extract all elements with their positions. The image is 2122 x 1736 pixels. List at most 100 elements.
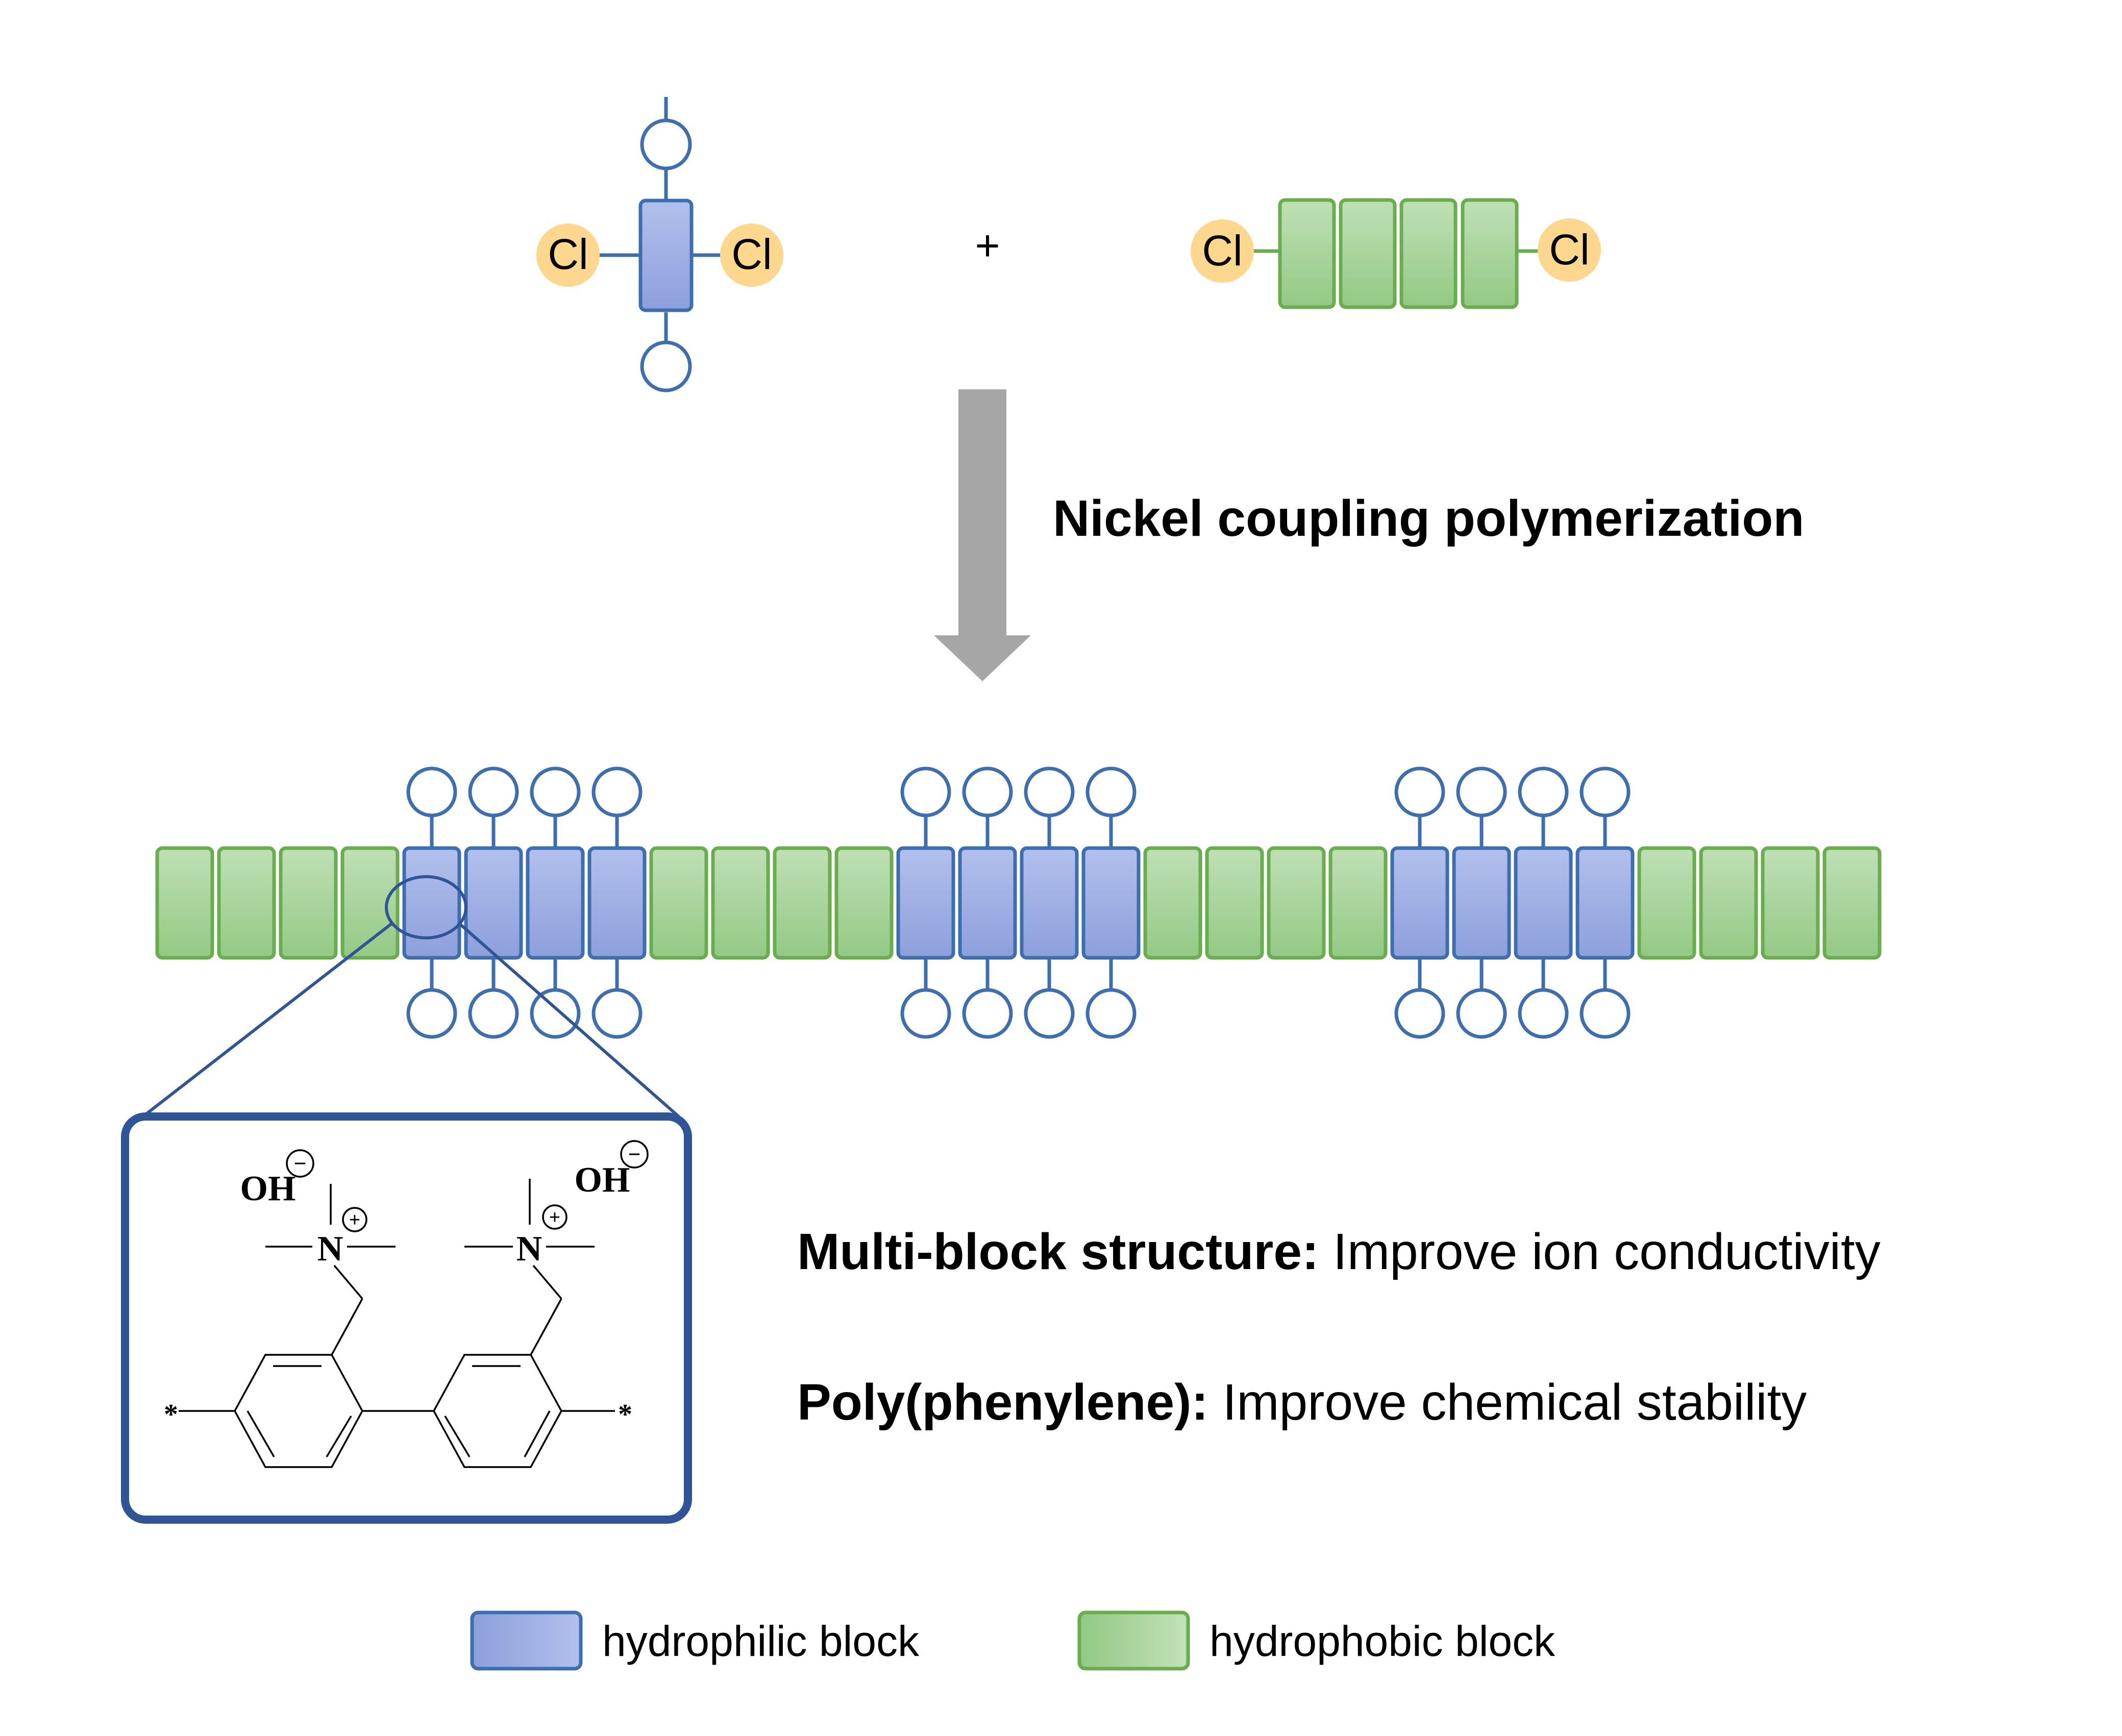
hydrophobic-block — [279, 846, 338, 960]
chlorine-label: Cl — [1549, 226, 1589, 274]
monomer1-right-chlorine — [720, 224, 783, 287]
legend: hydrophilic block hydrophobic block — [470, 1610, 1556, 1671]
chemical-structure-inset: * * N + OH − N + OH − — [121, 1112, 692, 1524]
inset-frame — [121, 1112, 692, 1524]
hydrophilic-block — [1020, 846, 1079, 960]
hydrophobic-block — [834, 846, 894, 960]
cation-group-circle — [1085, 766, 1137, 817]
cation-group-circle — [1518, 766, 1569, 817]
svg-text:+: + — [549, 1207, 560, 1228]
hydrophilic-block — [464, 846, 523, 960]
hydrophilic-block — [1390, 846, 1449, 960]
right-positive-charge — [542, 1204, 567, 1230]
monomer1-hydrophilic-block — [638, 199, 694, 312]
cation-group-circle — [1024, 988, 1075, 1039]
cation-group-circle — [406, 988, 457, 1039]
right-nitrogen: N — [516, 1229, 542, 1269]
legend-hydrophilic-swatch — [470, 1610, 583, 1671]
left-positive-charge — [342, 1207, 367, 1232]
right-negative-charge — [620, 1140, 649, 1169]
hydrophilic-block — [526, 846, 585, 960]
cation-group-circle — [530, 766, 581, 817]
chlorine-label: Cl — [1202, 227, 1242, 275]
oligomer-right-chlorine — [1538, 218, 1601, 282]
magnifier-right-line — [457, 921, 680, 1118]
hydrophobic-block — [1143, 846, 1202, 960]
cation-group-circle — [962, 988, 1013, 1039]
cation-group-circle — [1024, 766, 1075, 817]
legend-hydrophobic-swatch — [1077, 1610, 1190, 1671]
monomer1-bottom-cation-circle — [640, 340, 692, 392]
feature-title: Poly(phenylene): — [797, 1374, 1208, 1431]
reaction-label: Nickel coupling polymerization — [1053, 490, 1804, 547]
cation-group-circle — [468, 988, 519, 1039]
cation-group-circle — [900, 988, 951, 1039]
cation-group-circle — [1394, 988, 1445, 1039]
oligomer-block — [1399, 198, 1458, 309]
cation-group-circle — [530, 988, 581, 1039]
cation-group-circle — [1394, 766, 1445, 817]
multiblock-polymer-chain — [155, 766, 1882, 1039]
legend-hydrophobic-label: hydrophobic block — [1210, 1617, 1556, 1665]
hydrophilic-block — [1514, 846, 1573, 960]
oligomer-block — [1461, 198, 1519, 309]
feature-multiblock: Multi-block structure: Improve ion condu… — [797, 1223, 1881, 1280]
hydrophobic-block — [773, 846, 832, 960]
hydrophobic-block — [1205, 846, 1264, 960]
left-negative-charge — [286, 1149, 314, 1178]
plus-sign: + — [975, 221, 1000, 269]
oligomer-block — [1278, 198, 1336, 309]
cation-group-circle — [1085, 988, 1137, 1039]
hydrophobic-oligomer: Cl Cl — [1191, 198, 1601, 309]
hydrophobic-block — [1761, 846, 1820, 960]
cation-group-circle — [591, 766, 643, 817]
cation-group-circle — [900, 766, 951, 817]
chlorine-label: Cl — [548, 230, 588, 278]
hydrophobic-block — [711, 846, 770, 960]
cation-group-circle — [1580, 988, 1631, 1039]
hydrophobic-block — [1699, 846, 1758, 960]
cation-group-circle — [1580, 766, 1631, 817]
hydrophilic-block — [896, 846, 955, 960]
hydrophilic-block — [402, 846, 461, 960]
chlorine-label: Cl — [731, 230, 772, 278]
hydrophilic-block — [958, 846, 1017, 960]
oligomer-left-chlorine — [1191, 219, 1254, 283]
hydrophilic-block — [1452, 846, 1511, 960]
hydrophilic-block — [1081, 846, 1141, 960]
cation-group-circle — [1518, 988, 1569, 1039]
legend-hydrophilic-label: hydrophilic block — [602, 1617, 920, 1665]
svg-text:+: + — [349, 1209, 360, 1231]
hydrophilic-block — [587, 846, 647, 960]
cation-group-circle — [962, 766, 1013, 817]
left-hydroxide: OH — [240, 1169, 296, 1208]
magnifier — [142, 875, 680, 1118]
hydrophobic-block — [649, 846, 708, 960]
hydrophobic-block — [1637, 846, 1696, 960]
reaction-arrow — [934, 389, 1031, 681]
svg-text:−: − — [294, 1151, 307, 1175]
cation-group-circle — [406, 766, 457, 817]
feature-title: Multi-block structure: — [797, 1223, 1319, 1280]
hydrophobic-block — [155, 846, 214, 960]
feature-text: Improve ion conductivity — [1319, 1223, 1881, 1280]
left-end-group: * — [164, 1399, 178, 1430]
hydrophobic-block — [1267, 846, 1326, 960]
magnifier-left-line — [142, 921, 394, 1118]
svg-text:−: − — [628, 1142, 641, 1166]
hydrophilic-monomer: Cl Cl — [536, 97, 783, 392]
monomer1-top-cation-circle — [640, 118, 692, 170]
cation-group-circle — [1456, 766, 1507, 817]
hydrophobic-block — [217, 846, 276, 960]
cation-group-circle — [468, 766, 519, 817]
hydrophilic-block — [1575, 846, 1635, 960]
hydrophobic-block — [1822, 846, 1882, 960]
feature-text: Improve chemical stability — [1208, 1374, 1807, 1431]
left-nitrogen: N — [317, 1229, 343, 1269]
magnifier-circle — [385, 875, 467, 939]
right-hydroxide: OH — [575, 1160, 630, 1200]
oligomer-block — [1339, 198, 1397, 309]
hydrophobic-block — [1328, 846, 1388, 960]
cation-group-circle — [1456, 988, 1507, 1039]
